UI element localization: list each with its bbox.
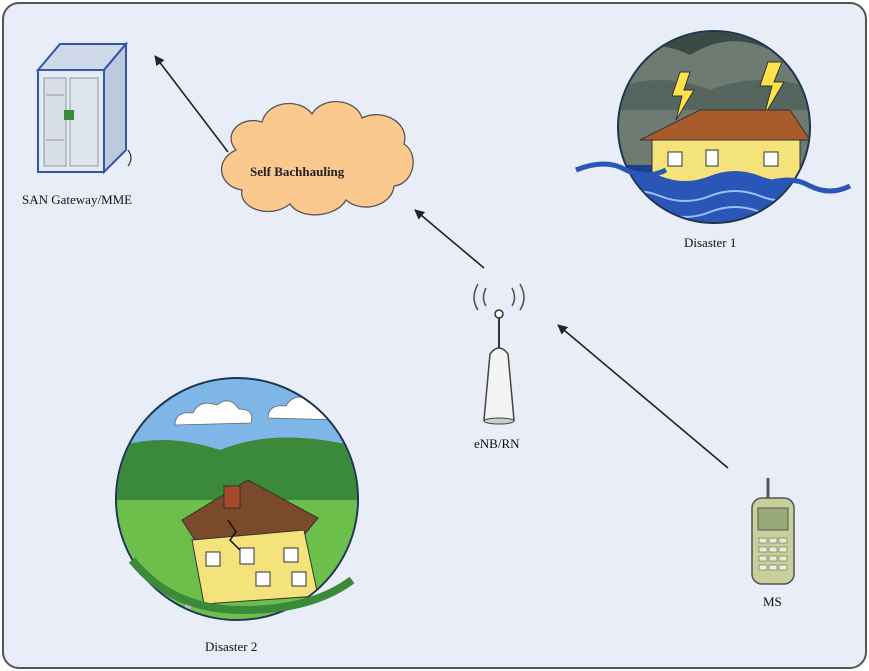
- gateway-label: SAN Gateway/MME: [22, 192, 132, 207]
- antenna-tower-icon: [473, 283, 525, 425]
- enb-label: eNB/RN: [474, 436, 520, 451]
- ms-label: MS: [763, 594, 782, 609]
- arrow-ms-to-enb: [557, 324, 729, 469]
- server-cabinet-icon: [35, 41, 132, 175]
- cloud-label: Self Bachhauling: [250, 164, 345, 179]
- disaster1-label: Disaster 1: [684, 235, 736, 250]
- disaster2-label: Disaster 2: [205, 639, 257, 654]
- arrow-enb-to-cloud: [414, 209, 485, 269]
- cloud-icon: [220, 101, 414, 216]
- mobile-phone-icon: [751, 478, 795, 585]
- earthquake-house-icon: [115, 377, 359, 621]
- arrow-cloud-to-gateway: [154, 55, 229, 153]
